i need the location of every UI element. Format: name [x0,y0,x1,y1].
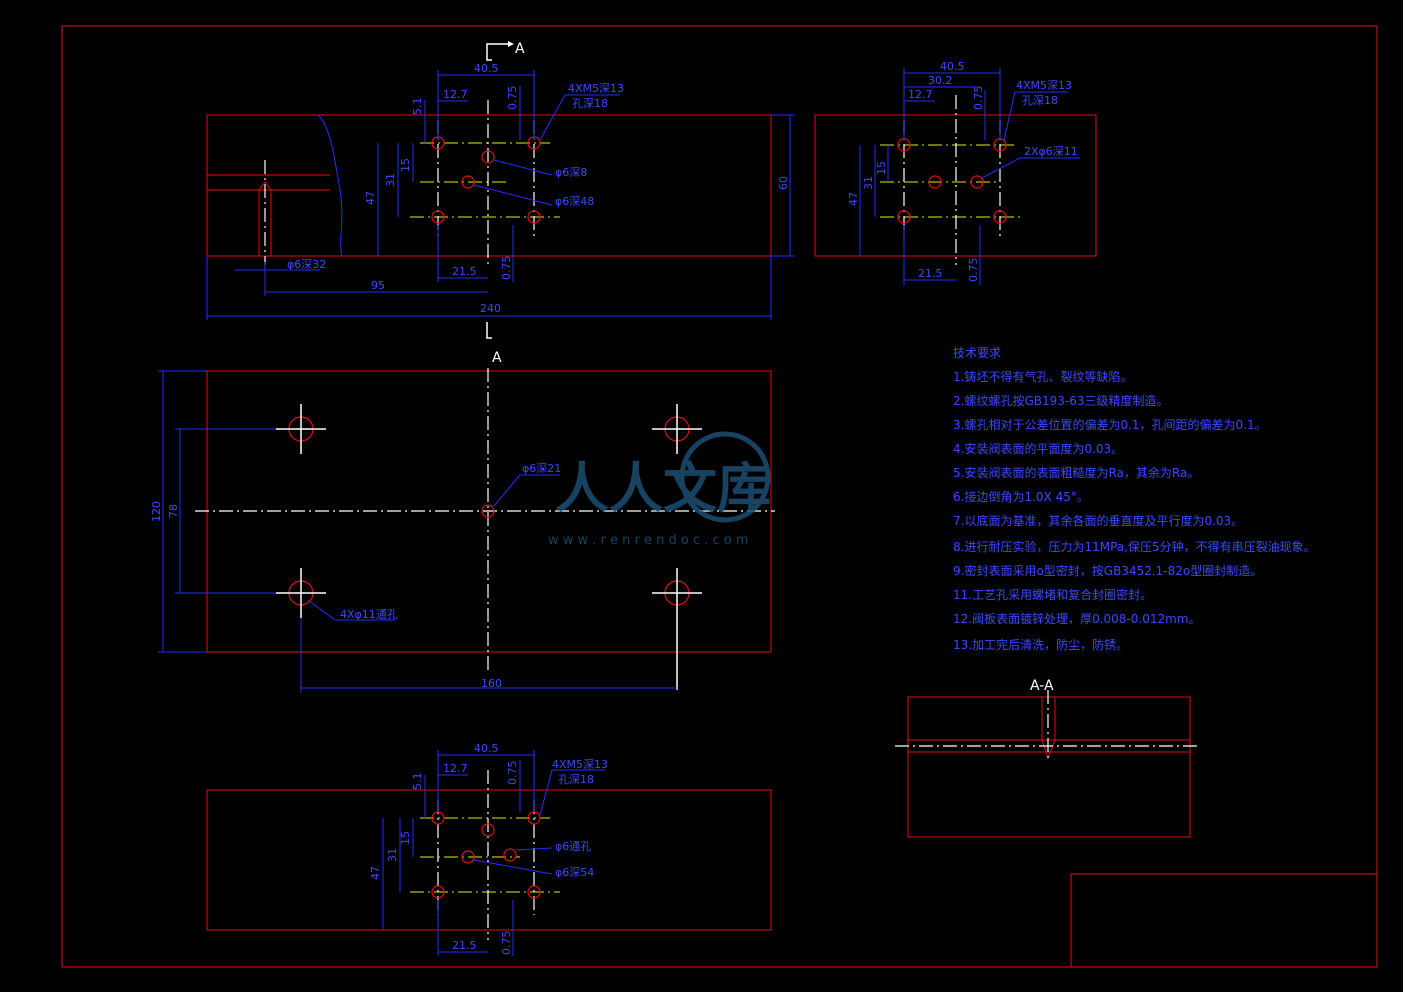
bottom-dim-15: 15 [399,831,412,845]
top-dim-21-5: 21.5 [452,265,477,278]
bottom-dim-21-5: 21.5 [452,939,477,952]
front-dim-160: 160 [481,677,502,690]
right-callout-depth: 孔深18 [1022,94,1058,107]
right-callout-thread: 4XM5深13 [1016,79,1072,92]
note-item: 2.螺纹螺孔按GB193-63三级精度制造。 [953,393,1169,408]
top-holes [431,136,541,224]
right-dim-40-5: 40.5 [940,60,965,73]
watermark-url: w w w . r e n r e n d o c . c o m [548,533,749,548]
front-dim-120: 120 [150,501,163,522]
section-marker-top: A A [486,41,525,366]
top-view: 40.5 12.7 0.75 5.1 15 31 47 60 21.5 0.75… [206,62,795,320]
notes-title: 技术要求 [953,346,1001,360]
right-dim-0-75: 0.75 [972,86,985,111]
note-item: 13.加工完后清洗，防尘，防锈。 [953,637,1128,652]
bottom-callout-depth: 孔深18 [558,773,594,786]
bottom-dim-40-5: 40.5 [474,742,499,755]
note-item: 4.安装阀表面的平面度为0.03。 [953,441,1123,456]
right-dim-30-2: 30.2 [928,74,953,87]
bottom-dim-0-75: 0.75 [506,761,519,786]
front-callout-center: φ6深21 [522,462,561,475]
right-dim-12-7: 12.7 [908,88,933,101]
top-dim-60: 60 [777,176,790,190]
note-item: 1.铸坯不得有气孔、裂纹等缺陷。 [953,369,1132,384]
bottom-dim-5-1: 5.1 [411,773,424,791]
top-dim-0-75b: 0.75 [500,256,513,281]
right-dim-15: 15 [875,161,888,175]
top-dim-5-1: 5.1 [411,98,424,116]
top-callout-p6-32: φ6深32 [287,258,326,271]
section-a-a-title: A-A [1030,678,1054,694]
note-item: 8.进行耐压实验，压力为11MPa,保压5分钟，不得有串压裂油现象。 [953,539,1316,554]
bottom-dim-47: 47 [369,866,382,880]
note-item: 5.安装阀表面的表面粗糙度为Ra，其余为Ra。 [953,465,1199,480]
right-dim-47: 47 [847,192,860,206]
bottom-dim-12-7: 12.7 [443,762,468,775]
bottom-dim-0-75b: 0.75 [500,931,513,956]
section-label-a-top: A [515,41,525,57]
technical-notes: 技术要求 1.铸坯不得有气孔、裂纹等缺陷。 2.螺纹螺孔按GB193-63三级精… [953,346,1316,652]
right-dim-21-5: 21.5 [918,267,943,280]
bottom-callout-p6-54: φ6深54 [555,866,594,879]
watermark-logo-ring [679,431,771,523]
bottom-callout-thread: 4XM5深13 [552,758,608,771]
bottom-dim-31: 31 [386,848,399,862]
top-dim-12-7: 12.7 [443,88,468,101]
front-dim-78: 78 [167,504,180,518]
drawing-frame [61,25,1378,968]
front-view: 120 78 160 φ6深21 4Xφ11通孔 [150,368,775,693]
top-view-outline [206,114,772,257]
right-callout-p6-11: 2Xφ6深11 [1024,145,1078,158]
top-callout-depth: 孔深18 [572,97,608,110]
bottom-view-outline [206,789,772,931]
top-dim-15: 15 [399,158,412,172]
right-dim-31: 31 [862,176,875,190]
top-dim-31: 31 [384,173,397,187]
bottom-callout-p6-thru: φ6通孔 [555,840,591,853]
top-callout-p6-48: φ6深48 [555,195,594,208]
section-a-a-outline [907,696,1191,838]
right-view: 40.5 30.2 12.7 0.75 15 31 47 21.5 0.75 4… [814,60,1097,285]
top-dim-240: 240 [480,302,501,315]
watermark: 人人文库 w w w . r e n r e n d o c . c o m [548,431,771,548]
section-a-a-view: A-A [895,678,1200,838]
top-dim-0-75: 0.75 [506,86,519,111]
break-line [317,114,343,257]
note-item: 6.接边倒角为1.0X 45°。 [953,489,1089,504]
bottom-view: 40.5 12.7 0.75 5.1 15 31 47 21.5 0.75 4X… [206,742,772,956]
top-dim-47: 47 [364,191,377,205]
note-item: 3.螺孔相对于公差位置的偏差为0.1，孔间距的偏差为0.1。 [953,417,1267,432]
note-item: 12.阀板表面镀锌处理，厚0.008-0.012mm。 [953,612,1201,626]
note-item: 7.以底面为基准，其余各面的垂直度及平行度为0.03。 [953,513,1243,528]
section-label-a-bottom: A [492,350,502,366]
front-callout-holes: 4Xφ11通孔 [340,608,398,621]
note-item: 9.密封表面采用o型密封，按GB3452.1-82o型圈封制造。 [953,563,1262,578]
note-item: 11.工艺孔采用螺堵和复合封圈密封。 [953,587,1152,602]
top-dim-95: 95 [371,279,385,292]
watermark-brand: 人人文库 [555,457,771,520]
top-callout-thread: 4XM5深13 [568,82,624,95]
title-block [1070,873,1377,967]
top-callout-p6-8: φ6深8 [555,166,587,179]
top-dim-40-5: 40.5 [474,62,499,75]
right-dim-0-75b: 0.75 [967,258,980,283]
